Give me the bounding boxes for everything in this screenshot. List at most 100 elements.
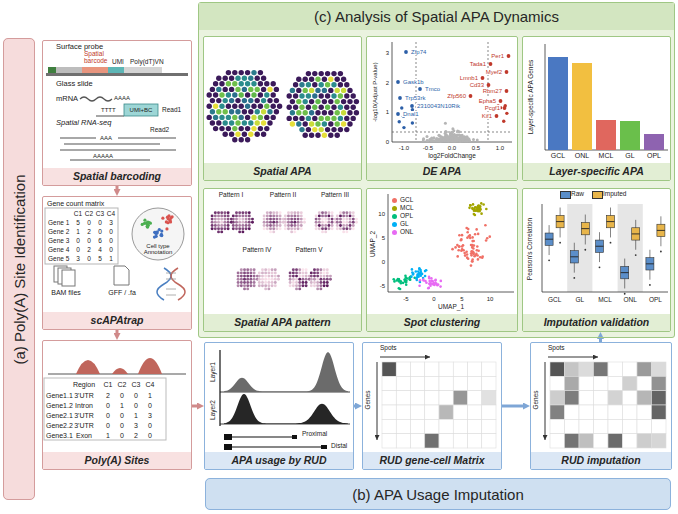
spatial-spots [290,88,295,93]
volcano-points [505,89,509,93]
annotation-label: GFF / .fa [108,289,136,296]
annotation-label: Gask1b [402,79,425,85]
pattern-maps [324,230,327,233]
pattern-maps [238,227,241,230]
volcano-points [507,54,511,58]
spatial-spots [325,82,330,87]
umap-points [398,287,401,290]
annotation-label: 2 [134,432,138,439]
polya-figure [112,368,128,374]
imputed-matrix [579,376,594,390]
pattern-maps [264,287,267,290]
umap-points [466,231,469,234]
annotation-label: -1.0 [399,145,409,151]
umap-points [439,285,442,288]
annotation-label: 1 [134,412,138,419]
spatial-spots [347,110,352,115]
umap-points [472,203,475,206]
pattern-maps [313,281,316,284]
legend-label: OPL [400,213,413,220]
imputed-matrix [637,405,652,419]
spatial-spots [338,82,343,87]
spatial-spots [216,98,221,103]
spatial-spots [264,81,269,86]
pattern-maps [295,281,298,284]
pattern-maps [267,284,270,287]
box-plot [542,204,668,292]
pattern-maps [241,221,244,224]
box-glyphs [632,233,640,234]
pattern-maps [298,281,301,284]
pattern-maps [287,224,290,227]
box-plot [542,204,668,295]
pattern-maps [342,227,345,230]
spatial-spots [309,77,314,82]
box-glyphs [570,251,578,263]
raw-matrix [382,419,396,433]
volcano-points [457,133,460,136]
spatial-spots [331,127,336,132]
spatial-spots [347,88,352,93]
imputed-matrix [579,405,594,419]
step-panel: APA usage by RUD [204,342,354,470]
annotation-label: UMAP_2 [370,231,377,257]
annotation-label: Genes [365,390,372,409]
pattern-maps [292,268,295,271]
spatial-spots [251,70,256,75]
umap-points [409,278,412,281]
spatial-spots [255,132,260,137]
annotation-label: ONL [575,152,589,159]
pattern-maps [301,281,304,284]
pattern-maps [223,211,226,214]
pattern-maps [211,221,214,224]
volcano-points [411,121,414,124]
raw-matrix [382,434,396,448]
raw-matrix [482,376,496,390]
pattern-maps [321,214,324,217]
umap-points [464,254,467,257]
umap-points [458,234,461,237]
annotation-label: mRNA [56,95,78,103]
cell-dots [165,227,168,230]
pattern-maps [300,221,303,224]
pattern-maps [264,275,267,278]
probe-figure [48,67,56,73]
umap-points [418,284,421,287]
pattern-maps [238,230,241,233]
pattern-maps [331,211,334,214]
pattern-maps [315,227,318,230]
pattern-maps [349,218,352,221]
volcano-points [453,138,456,141]
pattern-maps [290,214,293,217]
spatial-spots [328,121,333,126]
annotation-label: 0 [87,256,91,263]
umap-points [434,279,437,282]
count-matrix-figure [166,273,176,295]
volcano-points [487,83,491,87]
probe-figure [118,137,176,139]
pattern-maps [284,221,287,224]
spatial-spots [226,81,231,86]
umap-points [481,255,484,258]
annotation-label: -0.5 [423,145,433,151]
annotation-label: UMI+BC [130,107,153,113]
raw-matrix [453,419,467,433]
spatial-spots [235,109,240,114]
volcano-points [444,130,447,133]
pattern-maps [246,275,249,278]
pattern-maps [220,221,223,224]
pattern-maps [324,211,327,214]
pattern-maps [217,227,220,230]
cell-dots [160,233,163,236]
pattern-maps [284,218,287,221]
umap-points [476,254,479,257]
umap-points [458,245,461,248]
volcano-points [404,50,408,54]
pattern-maps [249,275,252,278]
spatial-spots [319,93,324,98]
spatial-spots [325,116,330,121]
spatial-spots [293,105,298,110]
pattern-maps [290,218,293,221]
pattern-maps [297,221,300,224]
panel-caption: DE APA [367,163,517,180]
